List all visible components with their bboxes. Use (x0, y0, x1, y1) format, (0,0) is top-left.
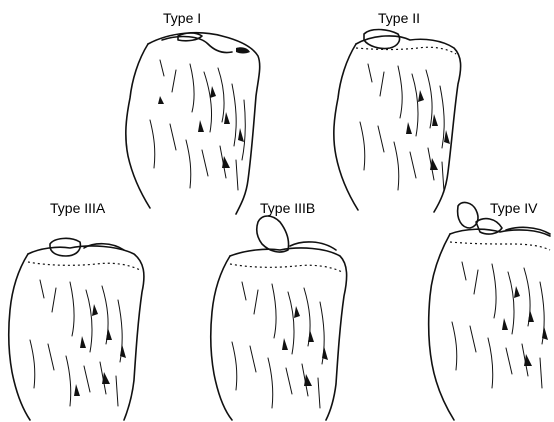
tibia-drawing-type-4 (0, 0, 554, 422)
panel-type-4: Type IV (0, 0, 554, 422)
fracture-classification-figure: Type I Type II Type IIIA (0, 0, 554, 422)
